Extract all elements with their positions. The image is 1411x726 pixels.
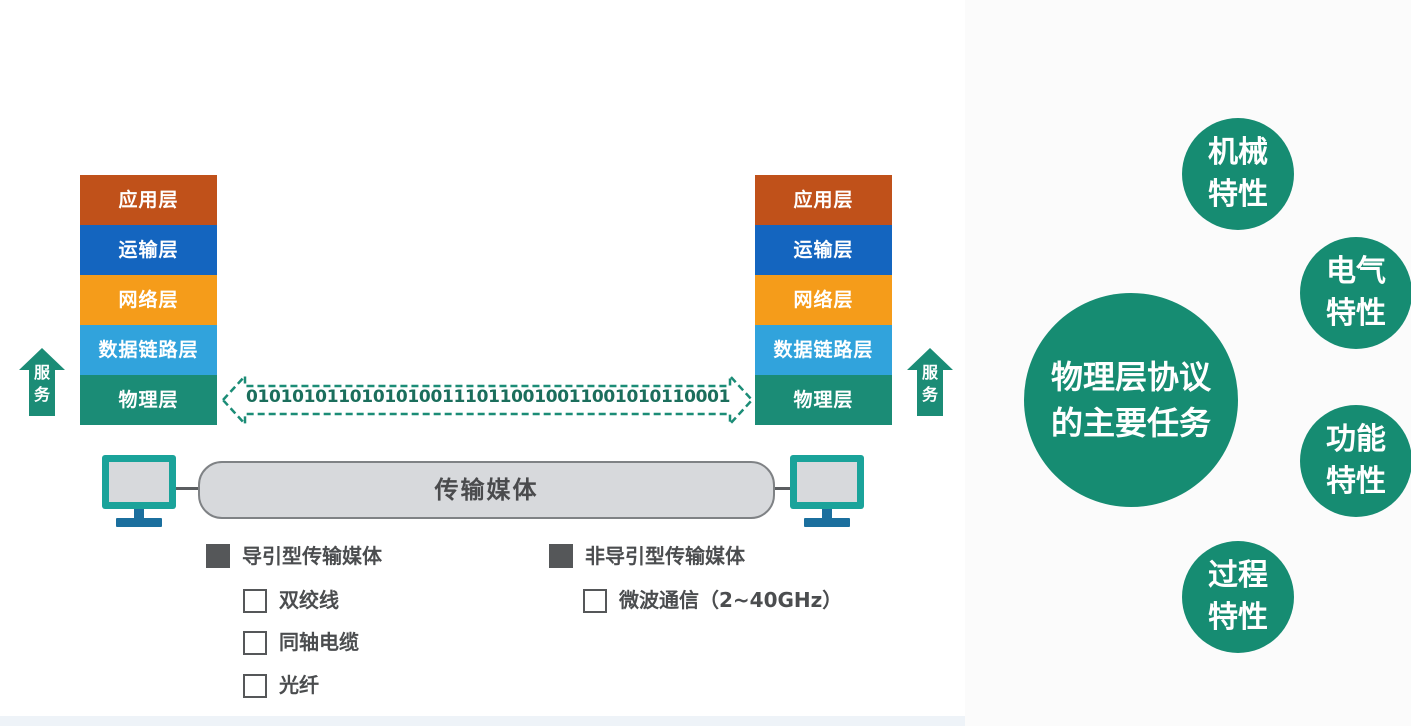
- layer-data-link: 数据链路层: [755, 325, 892, 375]
- layer-application: 应用层: [80, 175, 217, 225]
- service-label: 服 务: [33, 363, 50, 404]
- checkbox-icon: [243, 589, 267, 613]
- cable-connector-right: [773, 487, 791, 490]
- cable-connector-left: [176, 487, 200, 490]
- service-arrow-right: 服 务: [907, 348, 953, 416]
- computer-icon: [102, 455, 176, 527]
- bit-stream-arrow: [221, 374, 754, 426]
- layer-transport: 运输层: [755, 225, 892, 275]
- electrical-characteristics-circle: 电气 特性: [1300, 237, 1411, 349]
- up-arrow-icon: [19, 348, 65, 416]
- unguided-media-heading: 非导引型传输媒体: [549, 543, 745, 569]
- transmission-medium: 传输媒体: [198, 461, 775, 519]
- guided-media-heading: 导引型传输媒体: [206, 543, 382, 569]
- up-arrow-icon: [907, 348, 953, 416]
- media-item-fiber: 光纤: [243, 672, 319, 698]
- service-label: 服 务: [921, 363, 938, 404]
- service-arrow-left: 服 务: [19, 348, 65, 416]
- filled-square-icon: [549, 544, 573, 568]
- functional-characteristics-circle: 功能 特性: [1300, 405, 1411, 517]
- media-item-microwave: 微波通信（2~40GHz）: [583, 587, 842, 613]
- layer-physical: 物理层: [755, 375, 892, 425]
- mechanical-characteristics-circle: 机械 特性: [1182, 118, 1294, 230]
- media-item-twisted-pair: 双绞线: [243, 587, 339, 613]
- bit-stream: 0101010110101010011101100100110010101100…: [246, 387, 730, 407]
- computer-icon: [790, 455, 864, 527]
- procedural-characteristics-circle: 过程 特性: [1182, 541, 1294, 653]
- layer-application: 应用层: [755, 175, 892, 225]
- protocol-stack-right: 应用层 运输层 网络层 数据链路层 物理层: [755, 175, 892, 425]
- layer-physical: 物理层: [80, 375, 217, 425]
- media-item-coaxial: 同轴电缆: [243, 629, 359, 655]
- layer-transport: 运输层: [80, 225, 217, 275]
- checkbox-icon: [243, 631, 267, 655]
- layer-data-link: 数据链路层: [80, 325, 217, 375]
- checkbox-icon: [243, 674, 267, 698]
- layer-network: 网络层: [755, 275, 892, 325]
- bottom-strip: [0, 716, 965, 726]
- protocol-stack-left: 应用层 运输层 网络层 数据链路层 物理层: [80, 175, 217, 425]
- main-task-circle: 物理层协议 的主要任务: [1024, 293, 1238, 507]
- filled-square-icon: [206, 544, 230, 568]
- layer-network: 网络层: [80, 275, 217, 325]
- checkbox-icon: [583, 589, 607, 613]
